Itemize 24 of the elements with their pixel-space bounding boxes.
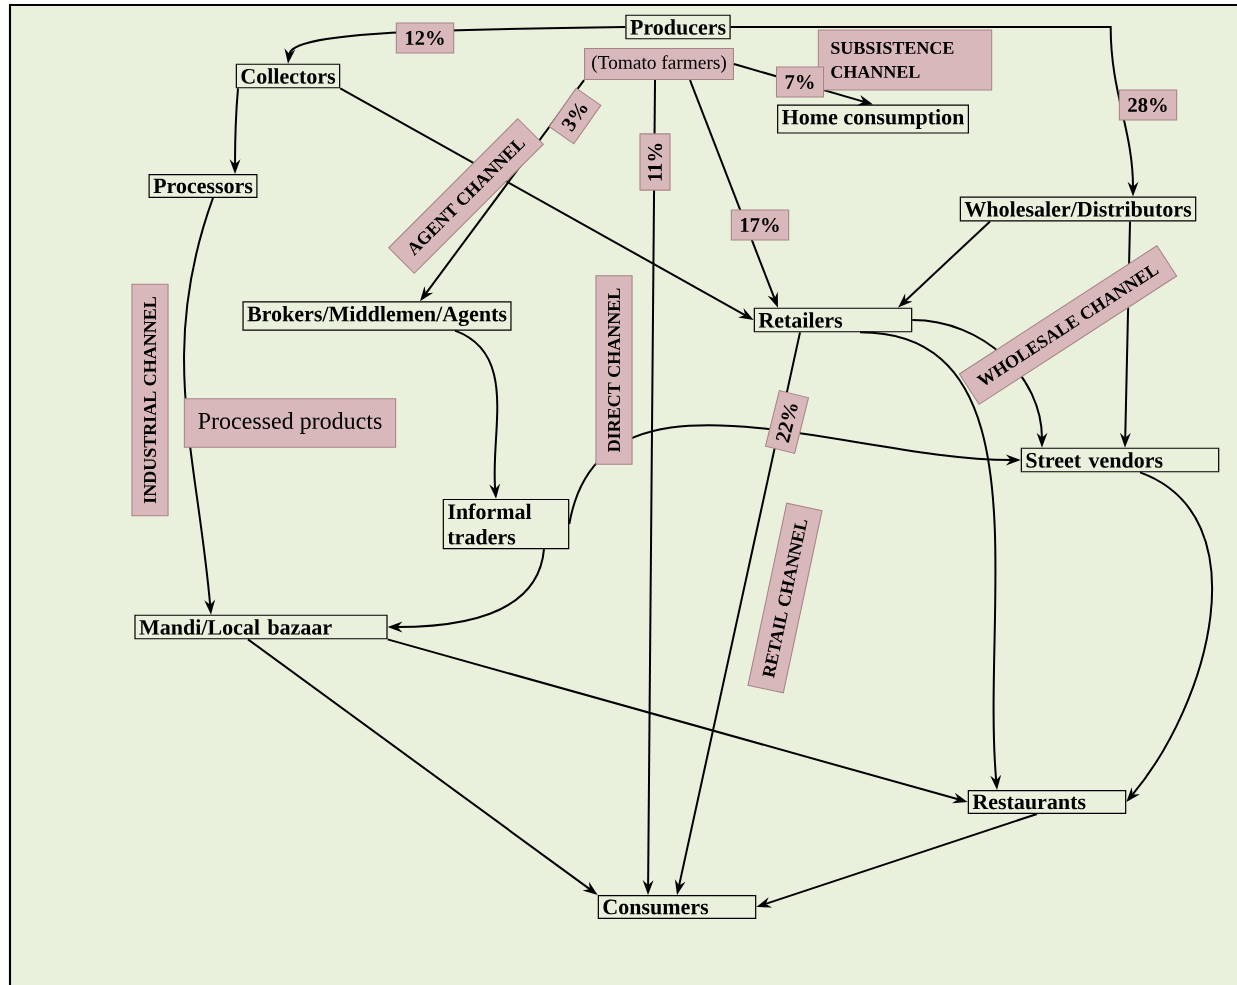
edge-label: 11% bbox=[639, 133, 671, 191]
stage-box: Street vendors bbox=[1020, 447, 1220, 473]
edge-label: 17% bbox=[730, 209, 790, 241]
stage-box: Home consumption bbox=[777, 104, 969, 134]
stage-box: Wholesaler/Distributors bbox=[959, 196, 1197, 222]
edge-label: 7% bbox=[775, 66, 825, 98]
edge-label: 28% bbox=[1118, 89, 1178, 121]
stage-box: Restaurants bbox=[967, 790, 1127, 814]
stage-box: Mandi/Local bazaar bbox=[134, 614, 388, 640]
channel-label: SUBSISTENCE CHANNEL bbox=[817, 29, 993, 91]
edge-label: 12% bbox=[395, 22, 455, 54]
stage-box: Producers bbox=[625, 14, 731, 40]
edge-label: 3% bbox=[548, 87, 602, 145]
channel-label: DIRECT CHANNEL bbox=[595, 275, 633, 465]
stage-box: Retailers bbox=[753, 307, 913, 333]
stage-box: Consumers bbox=[597, 895, 757, 920]
stage-box: Collectors bbox=[235, 63, 341, 89]
channel-label: INDUSTRIAL CHANNEL bbox=[131, 283, 169, 517]
stage-box: Informal traders bbox=[442, 498, 570, 550]
product-label: Processed products bbox=[183, 398, 397, 448]
stage-box: Brokers/Middlemen/Agents bbox=[242, 301, 512, 331]
stage-box: Processors bbox=[148, 174, 258, 198]
channel-label: RETAIL CHANNEL bbox=[747, 502, 823, 694]
subtitle-box: (Tomato farmers) bbox=[584, 47, 734, 81]
